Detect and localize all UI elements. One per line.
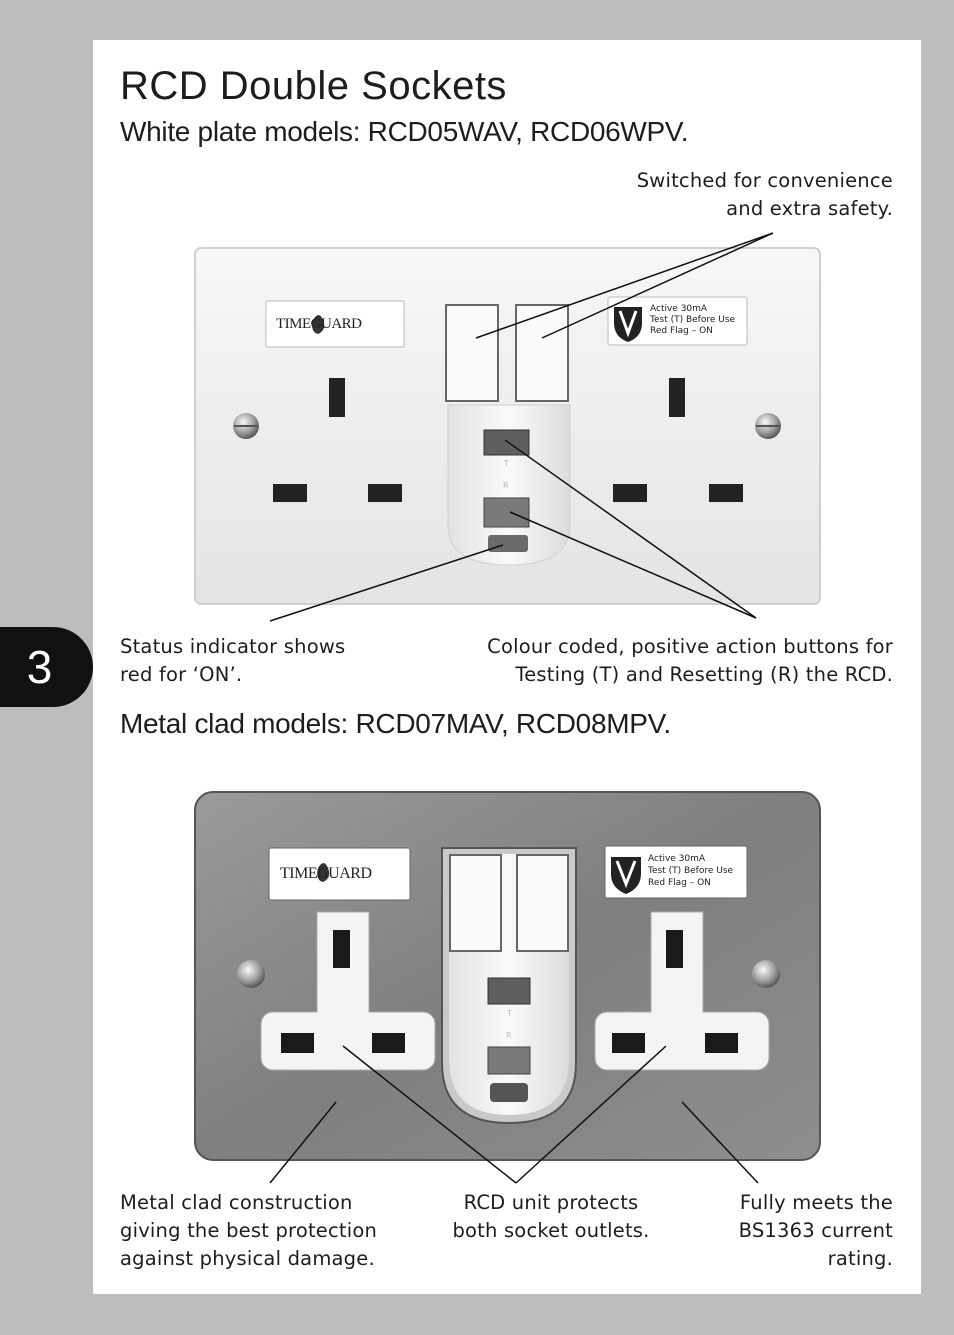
live-slot-right	[613, 484, 647, 502]
earth-slot-left	[333, 930, 350, 968]
shield-v-icon	[611, 857, 641, 894]
brand-label	[268, 847, 411, 901]
badge-label	[607, 296, 748, 346]
metal-socket	[194, 791, 821, 1161]
brand-text-metal: TIMEGUARD	[280, 865, 372, 882]
left-socket-module	[260, 911, 436, 1071]
reset-letter-white: R	[503, 481, 509, 490]
switched-callout: Switched for convenience and extra safet…	[636, 169, 893, 220]
construction-callout: Metal clad construction giving the best …	[120, 1191, 378, 1270]
page-title: RCD Double Sockets	[120, 64, 507, 108]
neutral-slot-right	[709, 484, 743, 502]
badge-text-white: Active 30mA Test (T) Before Use Red Flag…	[650, 304, 736, 336]
metal-callout-lines	[269, 1045, 759, 1184]
screw-icon	[237, 960, 265, 988]
buttons-callout: Colour coded, positive action buttons fo…	[487, 635, 893, 686]
neutral-slot-left	[368, 484, 402, 502]
brand-label	[265, 300, 405, 348]
section-tab: 3	[0, 627, 93, 707]
test-letter-metal: T	[507, 1009, 512, 1018]
timeguard-logo-icon	[312, 315, 325, 334]
reset-button	[483, 497, 530, 528]
rcd-unit-callout: RCD unit protects both socket outlets.	[452, 1191, 650, 1242]
reset-button	[487, 1046, 531, 1075]
rating-callout: Fully meets the BS1363 current rating.	[738, 1191, 893, 1270]
brand-text-white: TIMEGUARD	[276, 316, 362, 332]
right-switch	[515, 304, 569, 402]
status-indicator	[490, 1083, 528, 1102]
timeguard-logo-icon	[317, 863, 330, 882]
test-button	[483, 429, 530, 456]
live-slot-right	[612, 1033, 645, 1053]
white-models-heading: White plate models: RCD05WAV, RCD06WPV.	[120, 116, 689, 147]
earth-slot-right	[669, 378, 685, 417]
white-socket	[194, 247, 821, 605]
right-socket-module	[594, 911, 770, 1071]
left-switch	[445, 304, 499, 402]
right-switch	[516, 854, 569, 952]
status-callout: Status indicator shows red for ‘ON’.	[120, 635, 346, 686]
neutral-slot-right	[705, 1033, 738, 1053]
test-letter-white: T	[504, 459, 509, 468]
screw-icon	[752, 960, 780, 988]
shield-v-icon	[614, 307, 642, 342]
live-slot-left	[273, 484, 307, 502]
reset-letter-metal: R	[506, 1031, 512, 1040]
badge-text-metal: Active 30mA Test (T) Before Use Red Flag…	[648, 854, 734, 888]
metal-models-heading: Metal clad models: RCD07MAV, RCD08MPV.	[120, 708, 671, 739]
live-slot-left	[281, 1033, 314, 1053]
status-indicator	[488, 535, 528, 552]
test-button	[487, 977, 531, 1005]
earth-slot-right	[666, 930, 683, 968]
earth-slot-left	[329, 378, 345, 417]
white-callout-lines	[269, 232, 774, 622]
neutral-slot-left	[372, 1033, 405, 1053]
left-switch	[449, 854, 502, 952]
